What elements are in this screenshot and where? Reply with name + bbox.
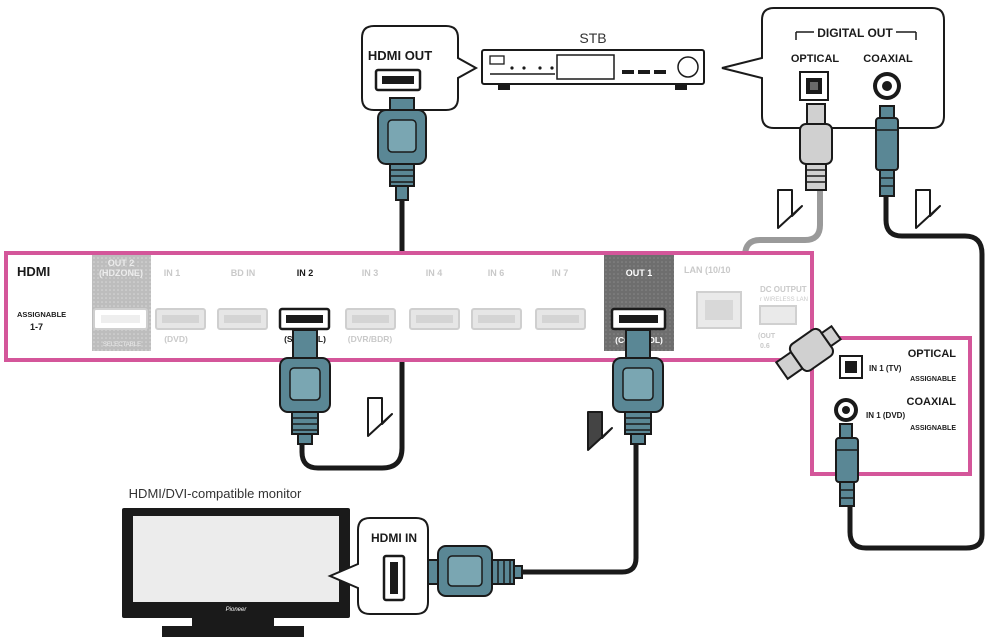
port-bottom-in3: (DVR/BDR) [348,334,393,344]
arrow-optical-shape [777,189,803,229]
socket-out1 [610,307,667,331]
callout-digital-out-label: DIGITAL OUT [817,26,893,40]
wire-coaxial [847,195,985,551]
lan-label: LAN (10/10 [684,265,731,275]
socket-out2 [93,308,148,330]
port-label-out1: OUT 1 [626,268,653,278]
audio-input-section [834,355,863,422]
optical-in-jack [839,355,863,379]
out2-region [92,255,151,351]
port-bottom-in1: (DVD) [164,334,188,344]
hdmi-plug-stb [377,97,427,201]
optical-plug-source [799,103,833,191]
wire-stb-to-in2 [299,200,405,471]
callout-hdmi-in-label: HDMI IN [371,531,417,545]
signal-arrows [367,189,941,451]
socket-in6 [471,308,522,330]
monitor-label: HDMI/DVI-compatible monitor [129,486,302,501]
port-label-out2: OUT 2 [108,258,135,268]
port-label-in6: IN 6 [488,268,505,278]
port-label-in4: IN 4 [426,268,443,278]
arrow-coaxial-shape [915,189,941,229]
dc-out-value: (OUT [758,333,776,340]
port-label-bdin: BD IN [231,268,256,278]
socket-in3 [345,308,396,330]
panel-assignable-range: 1-7 [30,322,43,332]
port-label-in7: IN 7 [552,268,569,278]
port-bottom-out2: SELECTABLE [103,342,141,348]
callout-hdmi-out [361,25,479,111]
dc-output-port [759,305,797,325]
optical-plug-receiver [774,324,843,381]
hdmi-plug-monitor [421,545,523,597]
callout-hdmi-out-label: HDMI OUT [368,48,432,63]
monitor-brand: Pioneer [226,607,248,613]
hdmi-plug-out1 [612,329,664,445]
port-label-in1: IN 1 [164,268,181,278]
dc-output-label: DC OUTPUT [760,285,807,294]
callout-hdmi-in [327,517,429,615]
coaxial-in-title: COAXIAL [907,396,957,408]
optical-in-assign: ASSIGNABLE [910,376,956,383]
socket-in7 [535,308,586,330]
wire-out1-to-monitor [520,440,639,575]
optical-in-label: IN 1 (TV) [869,364,902,373]
coaxial-in-label: IN 1 (DVD) [866,411,905,420]
panel-assignable: ASSIGNABLE [17,310,66,319]
callout-digital-out [721,7,945,129]
hdmi-plug-in2 [279,329,331,445]
panel-hdmi-title: HDMI [17,264,50,279]
hdmi-sockets [93,307,667,331]
optical-in-title: OPTICAL [908,348,957,360]
port-label-in2: IN 2 [297,268,314,278]
coaxial-in-assign: ASSIGNABLE [910,425,956,432]
stb-device [481,49,705,90]
socket-bdin [217,308,268,330]
dc-output-sublabel: r WIRELESS LAN [760,297,808,303]
socket-in1 [155,308,206,330]
arrow-out1-shape [587,411,613,451]
coaxial-plug-receiver [835,423,859,507]
socket-in2 [278,307,331,331]
callout-optical-label: OPTICAL [791,53,840,65]
port-sublabel-out2: (HDZONE) [99,268,143,278]
wires [299,195,985,575]
arrow-in2-shape [367,397,393,437]
dc-out-value2: 0.6 [760,343,770,350]
callout-coaxial-label: COAXIAL [863,53,913,65]
coaxial-plug-source [875,105,899,197]
socket-in4 [409,308,460,330]
receiver-panel [4,251,972,476]
stb-label: STB [579,30,606,46]
coaxial-in-jack [834,398,858,422]
monitor [122,508,350,637]
port-label-in3: IN 3 [362,268,379,278]
